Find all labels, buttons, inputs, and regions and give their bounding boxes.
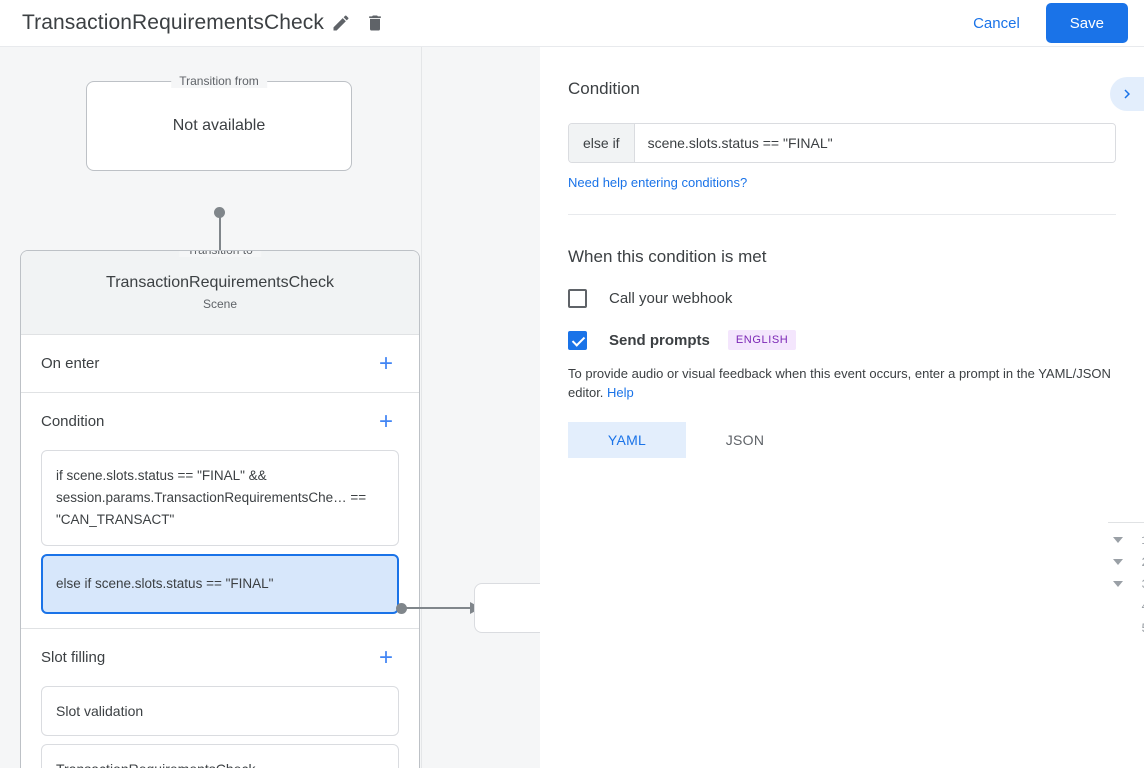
delete-button[interactable]	[358, 6, 392, 40]
send-prompts-checkbox[interactable]	[568, 330, 587, 350]
section-title-condition: Condition	[41, 413, 105, 430]
connector-dot-out	[396, 603, 407, 614]
gutter-line[interactable]: 5	[1108, 617, 1144, 639]
yaml-editor[interactable]: 1 2 3 4 5 candidates: - first_simple: va…	[1108, 522, 1144, 768]
expand-panel-button[interactable]	[1110, 77, 1144, 111]
when-condition-met-section: When this condition is met Call your web…	[540, 215, 1144, 458]
connector-line-out	[405, 607, 473, 609]
tab-json[interactable]: JSON	[725, 432, 765, 448]
section-on-enter: On enter +	[21, 335, 419, 392]
transition-from-legend: Transition from	[171, 74, 267, 88]
condition-input-group[interactable]: else if	[568, 123, 1116, 163]
transition-from-value: Not available	[172, 117, 266, 134]
call-webhook-checkbox[interactable]	[568, 289, 587, 308]
fold-arrow-icon[interactable]	[1113, 559, 1123, 565]
add-condition-button[interactable]: +	[378, 407, 393, 435]
flow-canvas[interactable]: Transition from Not available Transition…	[0, 47, 540, 768]
section-condition: Condition +	[21, 393, 419, 450]
line-number: 5	[1108, 621, 1144, 636]
page-title: TransactionRequirementsCheck	[22, 11, 324, 34]
edit-button[interactable]	[324, 6, 358, 40]
send-prompts-label: Send prompts	[609, 331, 710, 349]
canvas-gridline	[421, 47, 422, 768]
divider	[21, 628, 419, 629]
line-number: 1	[1108, 533, 1144, 548]
fold-arrow-icon[interactable]	[1113, 581, 1123, 587]
need-help-conditions-link[interactable]: Need help entering conditions?	[568, 175, 748, 190]
webhook-row[interactable]: Call your webhook	[568, 289, 1116, 308]
condition-item-selected[interactable]: else if scene.slots.status == "FINAL"	[41, 554, 399, 614]
next-node[interactable]	[474, 583, 540, 633]
details-panel: Condition else if Need help entering con…	[540, 47, 1144, 768]
add-on-enter-button[interactable]: +	[378, 349, 393, 377]
line-number: 4	[1108, 599, 1144, 614]
chevron-right-icon	[1124, 89, 1130, 99]
pencil-icon	[333, 15, 349, 31]
condition-heading: Condition	[568, 79, 640, 98]
add-slot-filling-button[interactable]: +	[378, 643, 393, 671]
language-badge: ENGLISH	[727, 330, 797, 350]
when-condition-met-heading: When this condition is met	[568, 247, 767, 266]
scene-subtitle: Scene	[202, 297, 238, 311]
condition-item[interactable]: if scene.slots.status == "FINAL" && sess…	[41, 450, 399, 546]
section-slot-filling: Slot filling +	[21, 629, 419, 686]
scene-title: TransactionRequirementsCheck	[106, 274, 334, 291]
tab-yaml[interactable]: YAML	[568, 422, 686, 458]
condition-prefix-label: else if	[569, 124, 635, 162]
section-title-on-enter: On enter	[41, 355, 100, 372]
connector-line-from	[219, 212, 221, 266]
fold-arrow-icon[interactable]	[1113, 537, 1123, 543]
transition-from-node[interactable]: Transition from Not available	[86, 74, 352, 171]
call-webhook-label: Call your webhook	[609, 290, 733, 307]
section-title-slot-filling: Slot filling	[41, 649, 106, 666]
gutter-line[interactable]: 3	[1108, 573, 1144, 595]
transition-to-legend: Transition to	[179, 251, 261, 257]
gutter-line[interactable]: 4	[1108, 595, 1144, 617]
app-header: TransactionRequirementsCheck Cancel Save	[0, 0, 1144, 47]
line-number: 2	[1108, 555, 1144, 570]
help-link[interactable]: Help	[607, 385, 634, 400]
cancel-button[interactable]: Cancel	[959, 7, 1034, 40]
editor-gutter: 1 2 3 4 5	[1108, 523, 1144, 768]
transition-to-node[interactable]: Transition to TransactionRequirementsChe…	[20, 250, 420, 768]
save-button[interactable]: Save	[1045, 3, 1128, 43]
condition-section: Condition else if Need help entering con…	[540, 47, 1144, 215]
slot-item-validation[interactable]: Slot validation	[41, 686, 399, 736]
trash-icon	[369, 15, 381, 31]
editor-format-tabs: YAML JSON	[568, 422, 1116, 458]
gutter-line[interactable]: 1	[1108, 529, 1144, 551]
line-number: 3	[1108, 577, 1144, 592]
slot-item-transaction-requirements-check[interactable]: TransactionRequirementsCheck	[41, 744, 399, 768]
divider	[21, 392, 419, 393]
prompts-hint: To provide audio or visual feedback when…	[568, 364, 1116, 402]
panel-divider	[568, 214, 1116, 215]
send-prompts-row[interactable]: Send prompts ENGLISH	[568, 330, 1116, 350]
gutter-line[interactable]: 2	[1108, 551, 1144, 573]
scene-card-header: TransactionRequirementsCheck Scene	[21, 251, 419, 335]
condition-input[interactable]	[634, 124, 1115, 162]
prompts-hint-text: To provide audio or visual feedback when…	[568, 366, 1111, 400]
